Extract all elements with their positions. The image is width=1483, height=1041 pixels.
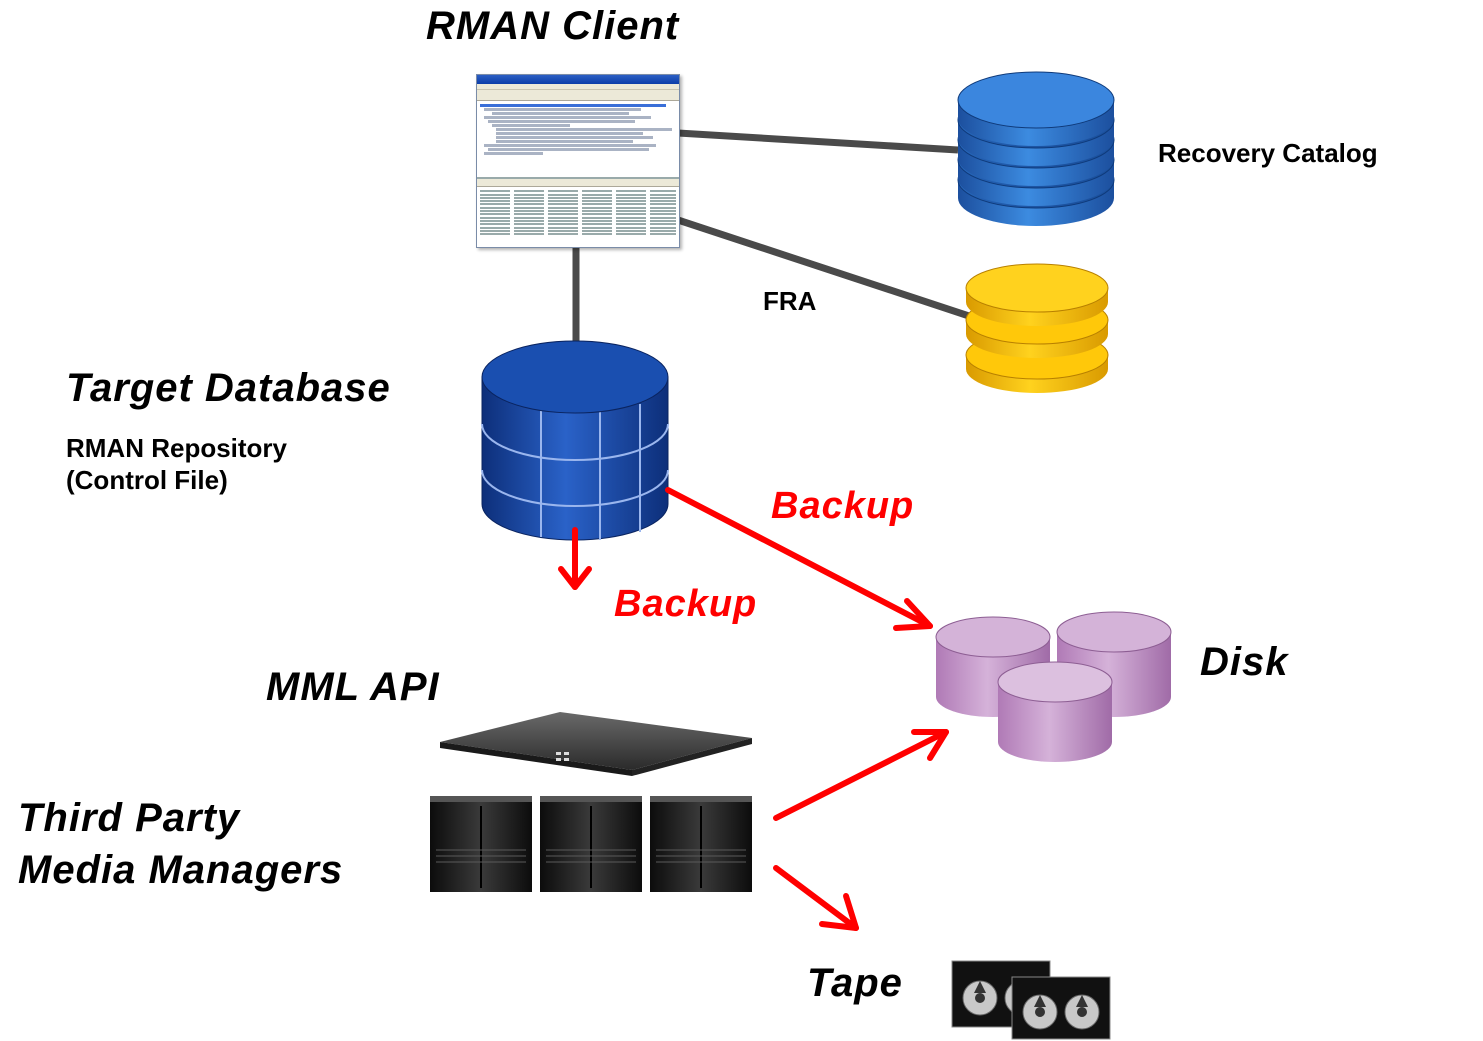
window-tabs xyxy=(477,179,679,187)
disk-icon xyxy=(935,611,1172,762)
target-database-label: Target Database xyxy=(66,366,391,410)
arrow-media-to-tape xyxy=(773,865,859,931)
tape-label: Tape xyxy=(807,961,903,1005)
target-database-icon xyxy=(481,340,669,541)
disk-cylinder-front xyxy=(997,661,1113,762)
tape-icon xyxy=(951,960,1111,1040)
recovery-catalog-db-icon xyxy=(957,71,1115,226)
mml-appliance-icon xyxy=(440,712,752,776)
window-menu-bar xyxy=(477,84,679,90)
server-tower-1 xyxy=(430,796,532,892)
connector-client-to-fra xyxy=(676,216,977,322)
window-title-bar xyxy=(477,75,679,84)
window-tree-pane xyxy=(477,101,679,179)
rman-repository-label: RMAN Repository xyxy=(66,433,288,463)
disk-label: Disk xyxy=(1200,640,1289,684)
third-party-label-line1: Third Party xyxy=(18,796,241,840)
arrow-media-to-disk xyxy=(773,729,949,821)
third-party-label-line2: Media Managers xyxy=(18,848,344,892)
backup-down-label: Backup xyxy=(614,583,758,625)
connectors xyxy=(572,129,977,355)
backup-to-disk-label: Backup xyxy=(771,485,915,527)
fra-db-icon xyxy=(965,263,1109,393)
media-manager-servers xyxy=(430,796,752,892)
rman-client-window-thumbnail xyxy=(476,74,680,248)
recovery-catalog-label: Recovery Catalog xyxy=(1158,138,1378,168)
arrow-target-down xyxy=(558,527,592,590)
rman-client-label: RMAN Client xyxy=(426,4,680,48)
server-tower-2 xyxy=(540,796,642,892)
control-file-label: (Control File) xyxy=(66,465,228,495)
backup-arrows xyxy=(558,487,949,931)
arrow-target-to-disk xyxy=(665,487,933,631)
window-grid xyxy=(477,187,679,239)
tape-cartridge-front xyxy=(1011,976,1111,1040)
connector-client-to-catalog xyxy=(677,129,959,154)
server-tower-3 xyxy=(650,796,752,892)
fra-label: FRA xyxy=(763,286,817,316)
mml-api-label: MML API xyxy=(266,665,440,709)
window-toolbar xyxy=(477,90,679,101)
